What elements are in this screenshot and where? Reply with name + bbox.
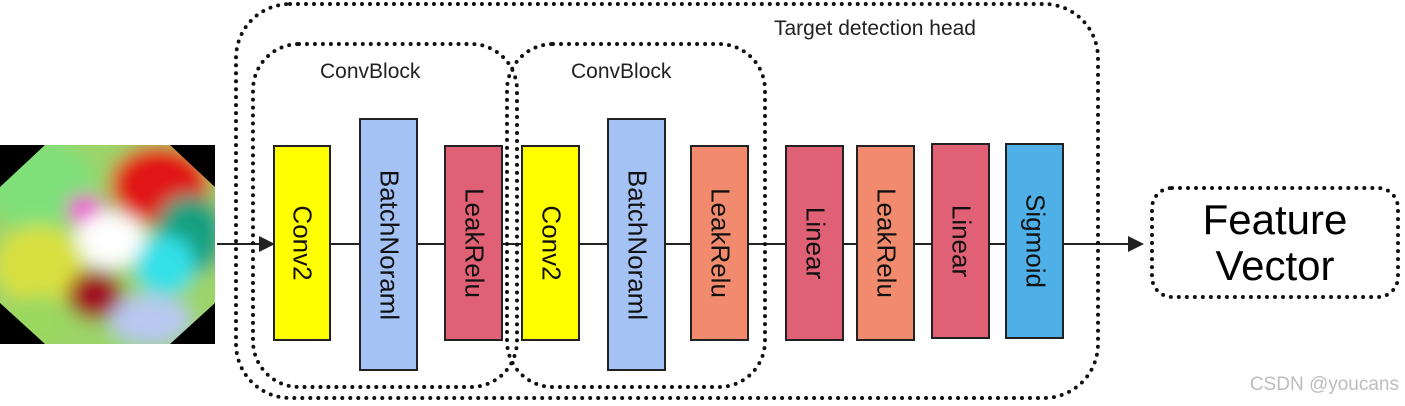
layer-leakrelu-1: LeakRelu [444,145,503,341]
layer-label: Sigmoid [1020,194,1050,288]
layer-label: LeakRelu [871,188,901,298]
convblock-2-label: ConvBlock [571,60,672,83]
layer-batchnorm-1: BatchNoraml [359,118,418,371]
convblock-1-label: ConvBlock [320,60,421,83]
layer-label: BatchNoraml [374,169,404,320]
layer-conv2-1: Conv2 [273,145,331,341]
layer-linear-2: Linear [931,143,990,339]
layer-label: LeakRelu [459,188,489,298]
convblock-2-group [505,42,767,389]
input-arrowhead [259,236,275,252]
output-line-1: Feature [1202,195,1348,243]
target-detection-head-label: Target detection head [774,17,976,40]
layer-label: LeakRelu [705,188,735,298]
layer-sigmoid: Sigmoid [1005,143,1064,339]
layer-leakrelu-2: LeakRelu [690,145,749,341]
layer-label: Linear [946,204,976,278]
target-detection-head-group [234,2,1100,400]
input-image [0,145,215,344]
output-arrowhead [1128,236,1144,252]
output-line-2: Vector [1215,241,1335,289]
layer-label: Conv2 [287,205,318,281]
layer-label: Conv2 [536,205,566,281]
layer-label: BatchNoraml [622,169,652,320]
layer-label: Linear [800,206,830,280]
watermark: CSDN @youcans [1249,374,1399,395]
layer-conv2-2: Conv2 [521,145,580,341]
layer-batchnorm-2: BatchNoraml [607,118,666,371]
layer-leakrelu-3: LeakRelu [856,145,915,341]
feature-vector-output: Feature Vector [1150,186,1400,299]
convblock-1-group [251,42,519,389]
flow-line [217,243,1129,245]
layer-linear-1: Linear [785,145,844,341]
